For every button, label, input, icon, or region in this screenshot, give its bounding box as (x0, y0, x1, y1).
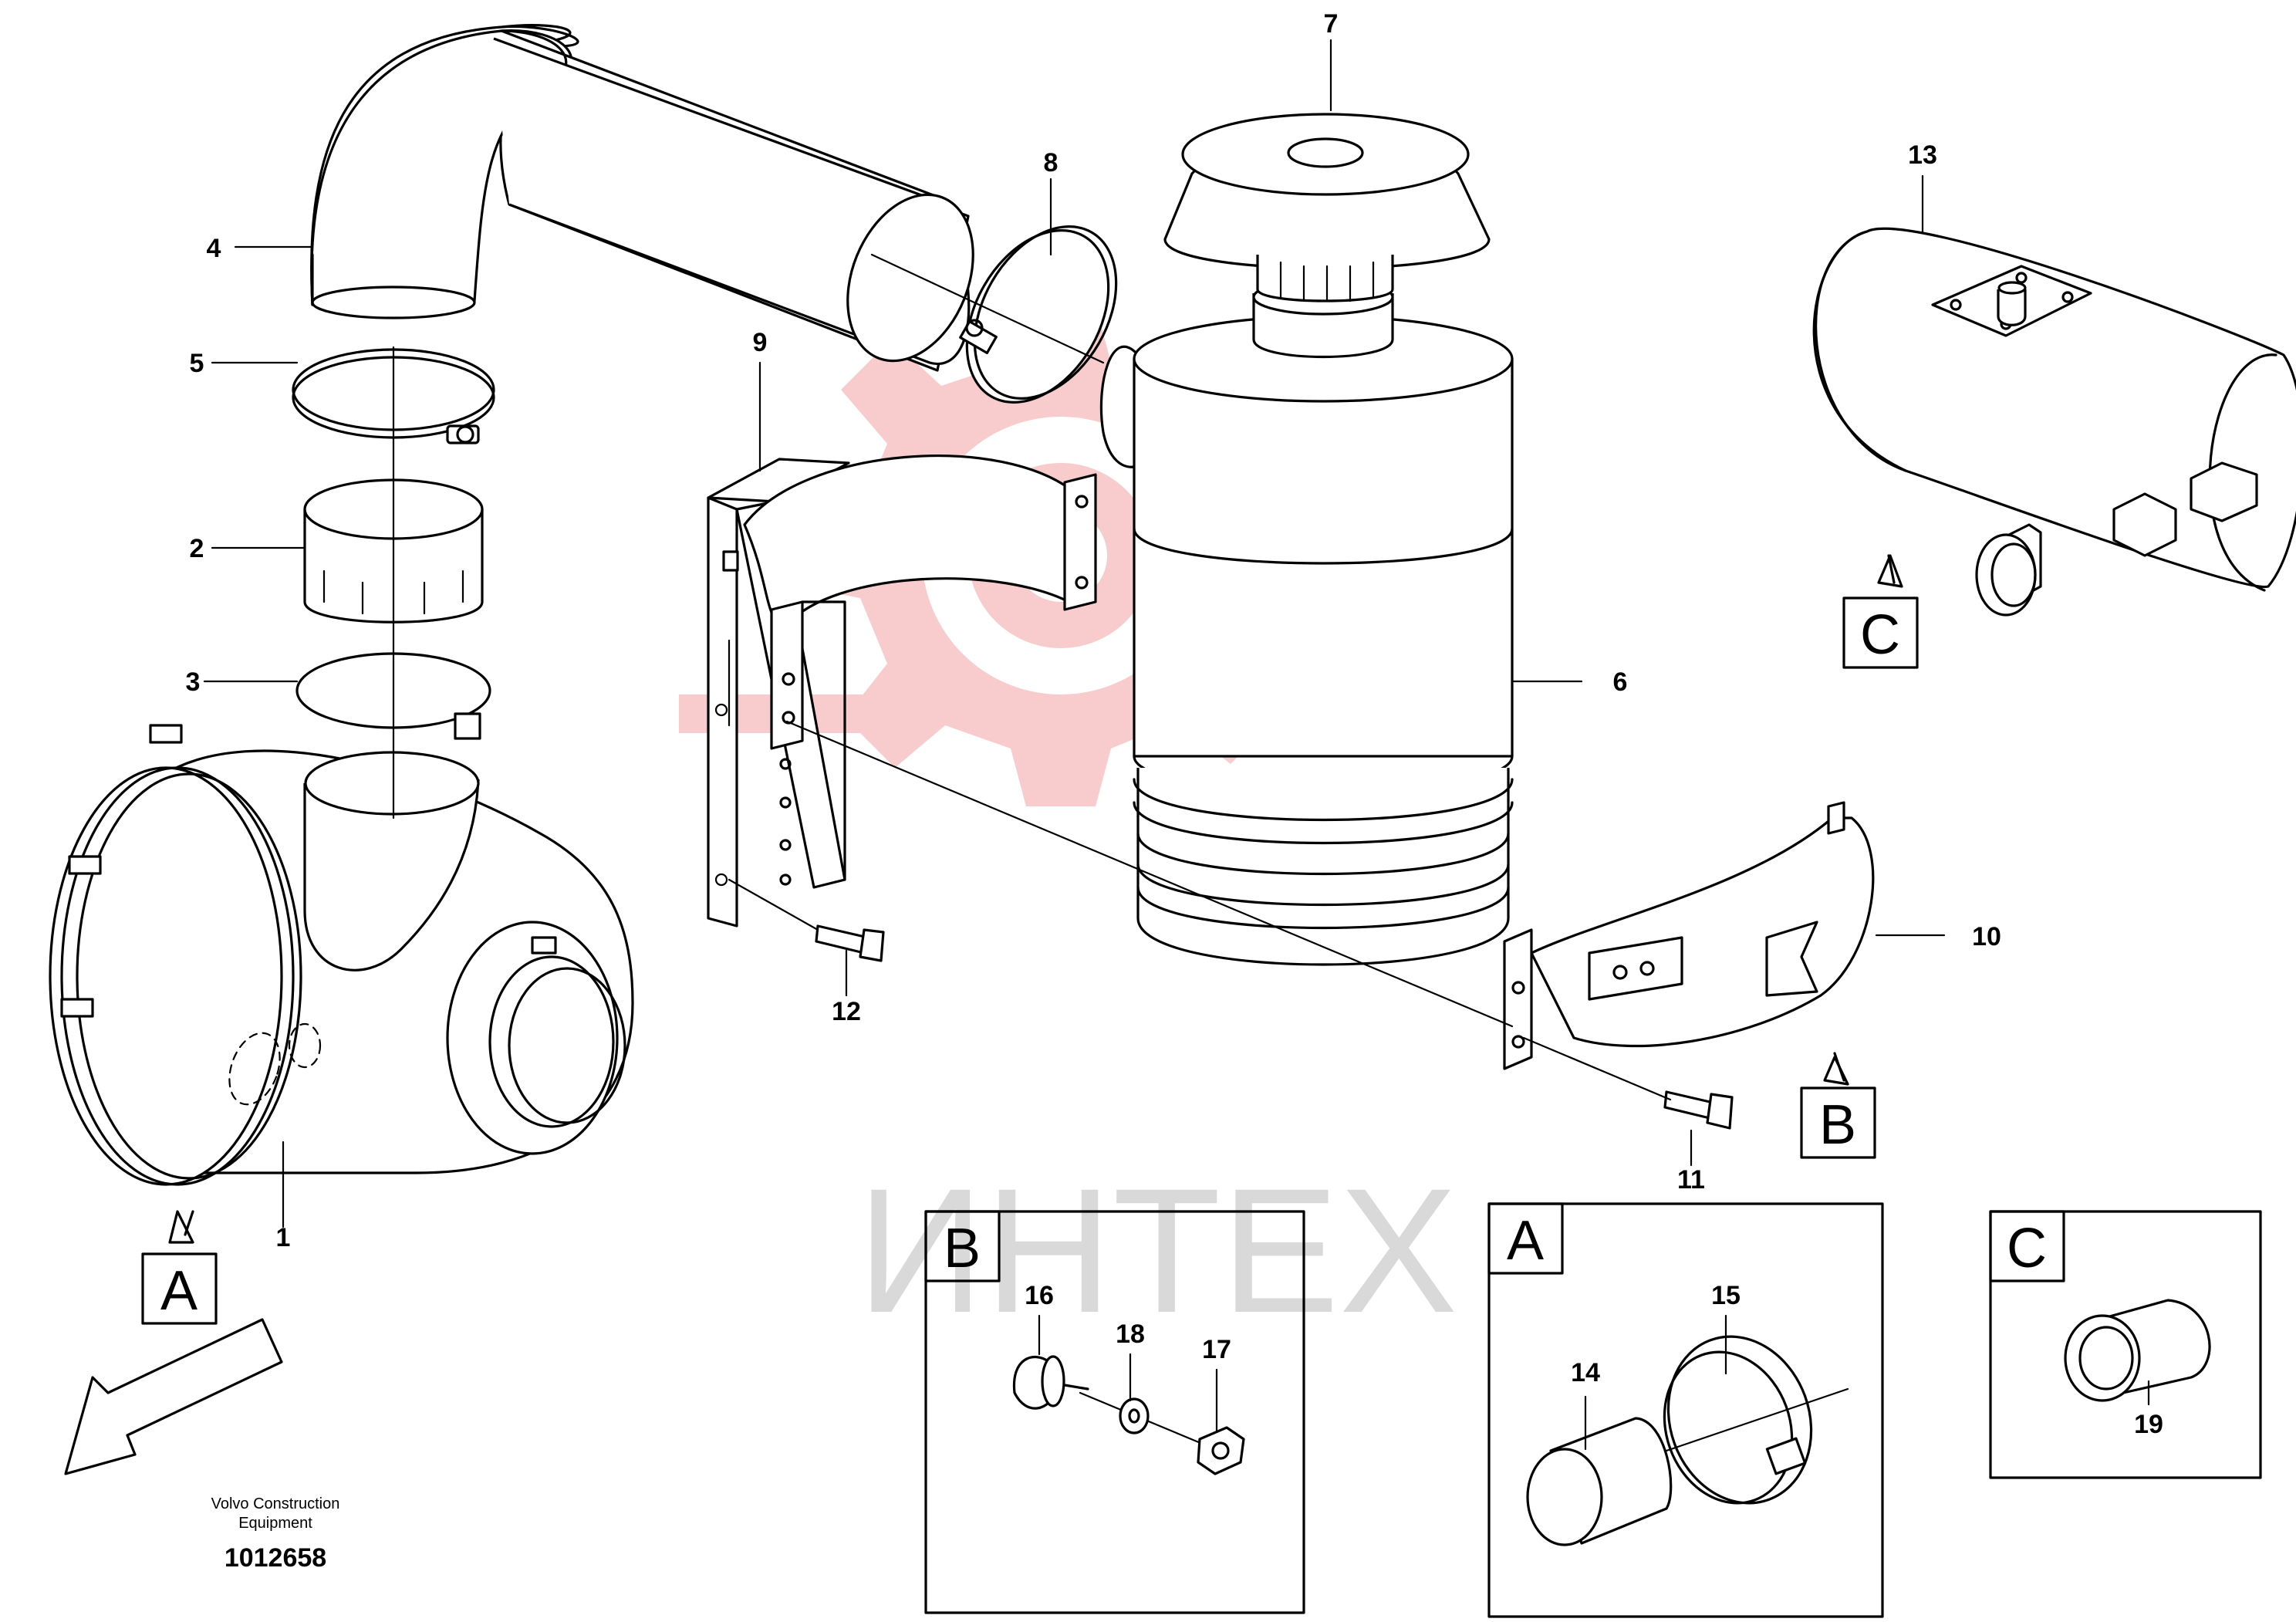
view-marker-b: B (1800, 1052, 1876, 1159)
svg-text:C: C (1860, 604, 1900, 666)
view-marker-a: A (141, 1210, 218, 1325)
part-number-4: 4 (207, 234, 221, 263)
mounting-bracket-part-9 (707, 454, 1097, 928)
part-number-14: 14 (1571, 1358, 1600, 1387)
part-number-18: 18 (1116, 1320, 1145, 1349)
part-number-10: 10 (1972, 922, 2001, 951)
axis-line-bolt-11 (1522, 1036, 1672, 1101)
hose-clamp-part-8 (959, 225, 1118, 404)
footer-company-line1: Volvo Construction (211, 1495, 340, 1512)
part-number-11: 11 (1677, 1165, 1705, 1195)
axis-line-bolt-12 (728, 878, 819, 931)
footer-company-line2: Equipment (238, 1515, 312, 1532)
precleaner-tank-part-13 (1812, 227, 2296, 617)
axis-line-elbow-clamp (870, 253, 1105, 364)
part-number-3: 3 (186, 667, 201, 697)
leader-lines (203, 39, 2150, 1451)
part-number-17: 17 (1202, 1335, 1231, 1364)
part-number-5: 5 (190, 349, 204, 378)
svg-text:C: C (2007, 1218, 2047, 1279)
detail-view-a: A (1487, 1202, 1884, 1618)
svg-text:A: A (1507, 1210, 1544, 1272)
bolt-part-11 (1663, 1090, 1734, 1130)
part-number-1: 1 (276, 1223, 291, 1252)
part-number-19: 19 (2134, 1410, 2163, 1439)
part-number-13: 13 (1908, 140, 1937, 170)
part-number-15: 15 (1711, 1281, 1741, 1310)
watermark-text: ИНТЕХ (857, 1151, 1458, 1350)
air-cleaner-part-6 (1099, 279, 1514, 966)
precleaner-cap-part-7 (1163, 113, 1491, 302)
part-number-9: 9 (753, 328, 768, 357)
svg-text:B: B (1819, 1094, 1856, 1156)
svg-text:A: A (160, 1260, 198, 1322)
direction-arrow-icon (64, 1318, 283, 1475)
detail-view-c: C (1989, 1210, 2262, 1479)
part-number-12: 12 (832, 997, 861, 1026)
axis-line-bolt-9-10 (785, 720, 1514, 1028)
footer-drawing-number: 1012658 (225, 1543, 326, 1573)
bolt-part-12 (815, 924, 885, 962)
part-number-7: 7 (1324, 9, 1339, 39)
air-filter-housing-part-1 (49, 724, 634, 1186)
elbow-pipe-part-4 (310, 24, 974, 372)
clamp-strap-part-10 (1503, 801, 1875, 1070)
detail-view-b: B (924, 1210, 1305, 1614)
part-number-8: 8 (1044, 148, 1059, 177)
part-number-6: 6 (1613, 667, 1628, 697)
part-number-16: 16 (1025, 1281, 1054, 1310)
svg-text:B: B (944, 1218, 981, 1279)
part-number-2: 2 (190, 534, 204, 563)
view-marker-c: C (1842, 554, 1919, 669)
